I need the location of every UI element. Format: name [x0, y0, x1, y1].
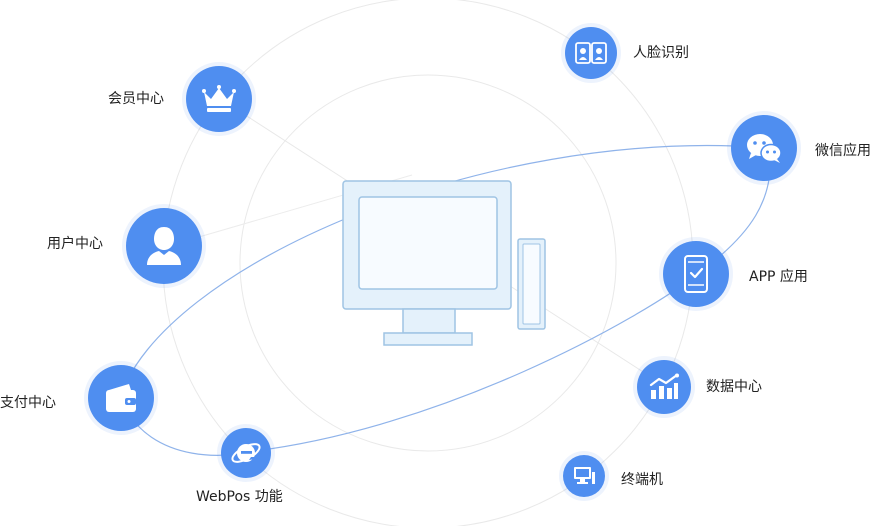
wallet-icon [106, 384, 136, 412]
desktop-computer-icon [342, 180, 546, 346]
member-center-label: 会员中心 [108, 91, 164, 107]
wechat-label: 微信应用 [815, 143, 871, 159]
terminal-label: 终端机 [621, 472, 663, 488]
inner-ring [239, 74, 617, 452]
mobile-app-icon [684, 255, 708, 293]
chart-icon [649, 373, 679, 399]
webpos-label: WebPos 功能 [196, 489, 283, 505]
data-center-node[interactable] [637, 360, 691, 414]
app-node[interactable] [663, 241, 729, 307]
app-label: APP 应用 [749, 269, 808, 285]
user-center-node[interactable] [126, 208, 202, 284]
wechat-icon [747, 134, 782, 163]
face-recognition-label: 人脸识别 [633, 45, 689, 61]
member-center-node[interactable] [186, 66, 252, 132]
webpos-node[interactable] [221, 428, 271, 478]
user-center-label: 用户中心 [47, 236, 103, 252]
crown-icon [202, 85, 236, 112]
data-center-label: 数据中心 [706, 379, 762, 395]
face-recognition-node[interactable] [565, 27, 617, 79]
terminal-node[interactable] [563, 455, 605, 497]
wechat-node[interactable] [731, 115, 797, 181]
terminal-icon [574, 467, 595, 484]
orbit-line [245, 271, 701, 453]
user-icon [147, 227, 181, 265]
face-id-card-icon [575, 42, 607, 64]
payment-center-label: 支付中心 [0, 395, 56, 411]
payment-center-node[interactable] [88, 365, 154, 431]
browser-e-icon [231, 443, 261, 463]
